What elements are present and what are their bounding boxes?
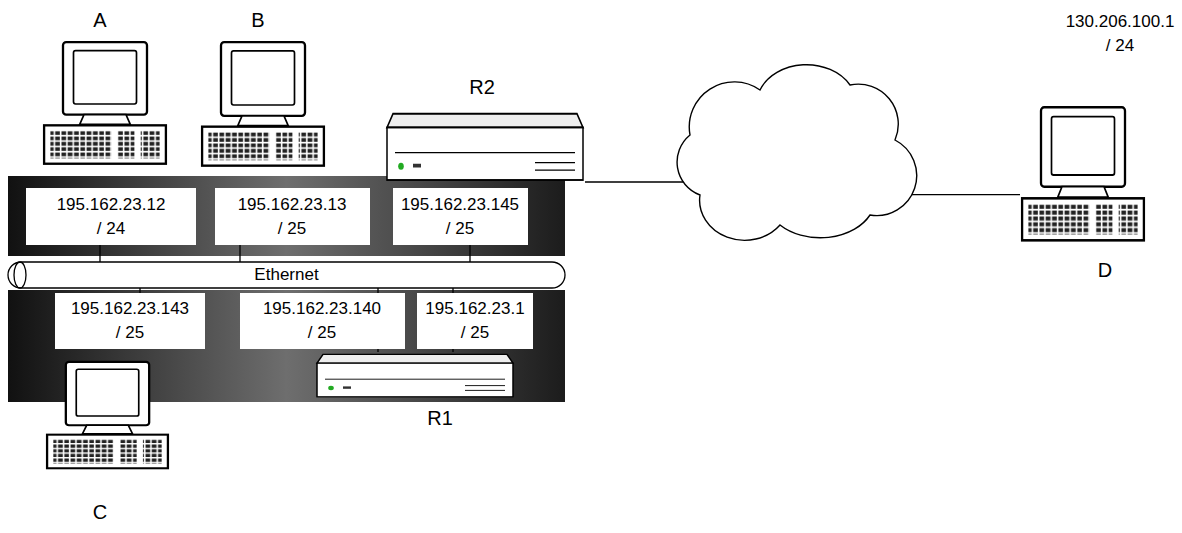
router: R1: [315, 352, 515, 400]
computer-icon: [202, 42, 324, 165]
label-band: [8, 176, 565, 256]
internet-cloud: [677, 65, 917, 241]
computer-icon: [47, 362, 168, 468]
device-label: B: [251, 8, 264, 32]
ethernet-pipe: [8, 262, 565, 288]
ip-address: 195.162.23.143 / 25: [70, 297, 191, 345]
ethernet-bus: Ethernet: [8, 262, 565, 288]
device-label: 130.206.100.1 / 24: [1065, 10, 1176, 58]
address-box: 195.162.23.143 / 25: [55, 293, 205, 349]
computer: 130.206.100.1 / 24D: [1020, 105, 1146, 245]
address-box: 195.162.23.1 / 25: [417, 293, 533, 349]
network-link: [377, 349, 378, 352]
network-link: [469, 245, 470, 262]
ip-address: 195.162.23.13 / 25: [237, 193, 348, 241]
address-box: 195.162.23.13 / 25: [215, 188, 370, 245]
computer: C: [45, 360, 170, 472]
network-name: Ethernet: [254, 263, 318, 287]
network-link: [452, 349, 453, 352]
device-label: R2: [469, 75, 495, 99]
computer: A: [42, 40, 168, 168]
network-link: [239, 245, 240, 262]
address-box: 195.162.23.12 / 24: [26, 188, 196, 245]
router-icon: [387, 114, 583, 180]
ip-address: 195.162.23.12 / 24: [56, 193, 167, 241]
ip-address: 195.162.23.1 / 25: [424, 297, 526, 345]
router: R2: [385, 110, 585, 185]
router-icon: [317, 354, 513, 396]
pipe-end: [14, 262, 26, 288]
computer-icon: [44, 42, 166, 164]
address-box: 195.162.23.145 / 25: [393, 188, 528, 245]
device-label: D: [1098, 258, 1112, 282]
address-box: 195.162.23.140 / 25: [240, 293, 405, 349]
computer: B: [200, 40, 326, 170]
ip-address: 195.162.23.145 / 25: [400, 193, 521, 241]
device-label: R1: [427, 406, 453, 430]
device-label: A: [93, 8, 106, 32]
network-link: [99, 245, 100, 262]
ip-address: 195.162.23.140 / 25: [262, 297, 383, 345]
computer-icon: [1022, 107, 1144, 240]
device-label: C: [93, 500, 107, 524]
